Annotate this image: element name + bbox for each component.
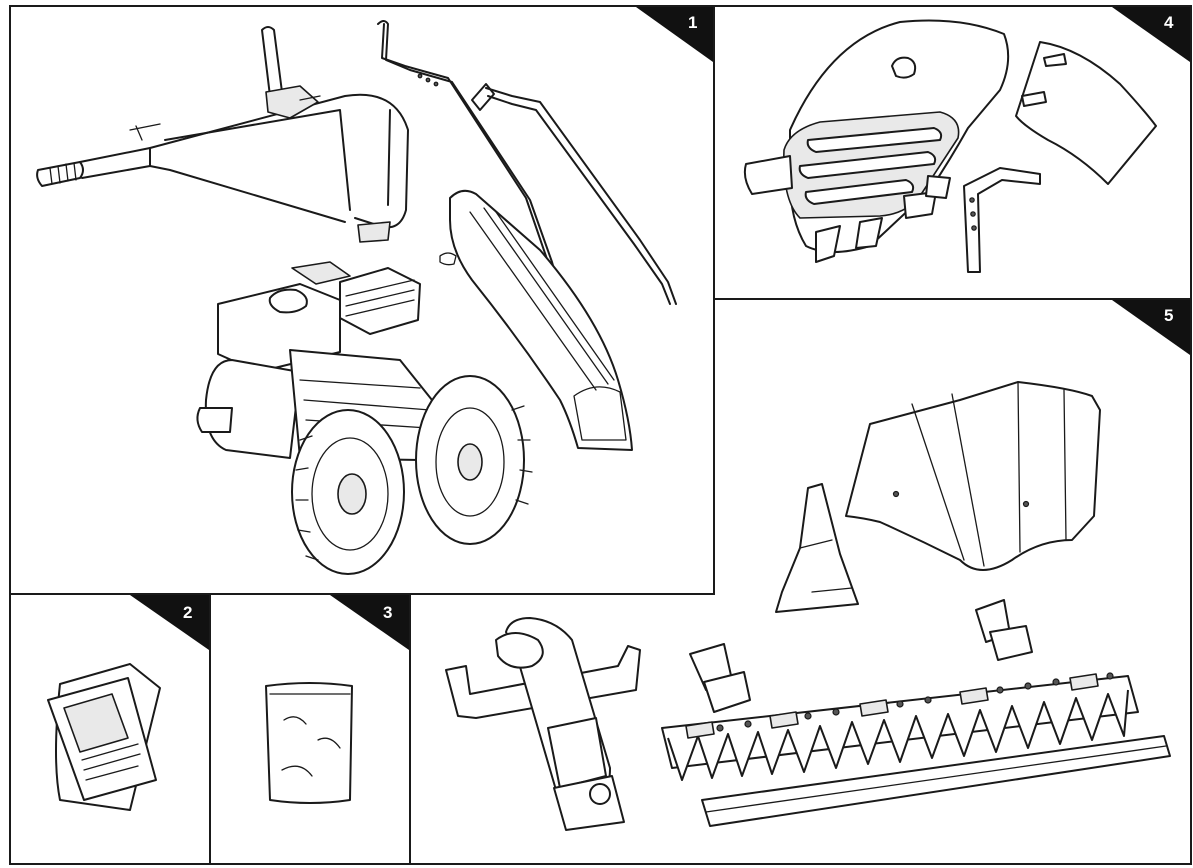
mower-gearbox — [445, 617, 641, 831]
hardware-bag — [265, 682, 353, 804]
hood-flap — [1015, 41, 1157, 185]
hood-assembly — [743, 19, 1010, 263]
mower-clip-left — [689, 643, 751, 713]
number-tabs — [130, 7, 1190, 650]
cutter-bar — [661, 672, 1139, 781]
tab-5-shape — [1112, 300, 1190, 355]
tab-3-shape — [330, 595, 409, 650]
tiller-wheels — [291, 375, 533, 575]
panel-frames — [9, 5, 1192, 865]
panel-5-frame — [409, 299, 1192, 865]
owners-manuals — [47, 663, 161, 811]
tab-2-shape — [130, 595, 209, 650]
side-cover — [439, 189, 633, 451]
hood-bracket — [963, 167, 1041, 273]
tab-1-shape — [636, 7, 713, 62]
mower-shield — [845, 381, 1101, 571]
panel-4-frame — [713, 5, 1192, 300]
tab-4-shape — [1112, 7, 1190, 62]
mower-clip-right — [975, 599, 1033, 661]
mower-stand — [775, 483, 859, 613]
cutter-guide-rail — [701, 735, 1171, 827]
handlebar-assembly — [36, 26, 409, 243]
shift-rod-2 — [471, 83, 677, 305]
